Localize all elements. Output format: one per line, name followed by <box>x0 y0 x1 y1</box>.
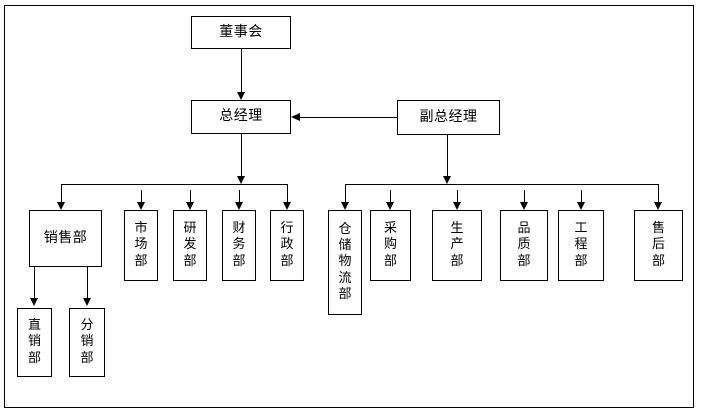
arrowhead-procurement <box>386 202 394 210</box>
node-engineering-department-label: 工 程 部 <box>574 220 588 269</box>
branch-to-production <box>457 190 458 202</box>
arrowhead-gm-to-left-bus <box>237 176 245 184</box>
node-general-manager-label: 总经理 <box>219 108 263 125</box>
arrowhead-deputy-to-gm <box>291 113 300 121</box>
arrowhead-board-to-gm <box>237 92 245 100</box>
node-rnd-department[interactable]: 研 发 部 <box>173 210 207 281</box>
node-deputy-general-manager-label: 副总经理 <box>419 108 478 125</box>
node-distribution-department[interactable]: 分 销 部 <box>69 308 105 377</box>
arrowhead-production <box>453 202 461 210</box>
node-administration-department-label: 行 政 部 <box>280 220 294 269</box>
arrowhead-engineering <box>577 202 585 210</box>
branch-to-warehouse-logistics <box>345 184 346 202</box>
connector-deputy-to-gm <box>300 117 397 118</box>
node-rnd-department-label: 研 发 部 <box>183 220 197 269</box>
connector-board-to-gm <box>241 49 242 92</box>
branch-to-rnd <box>190 190 191 202</box>
node-deputy-general-manager[interactable]: 副总经理 <box>397 100 500 135</box>
connector-gm-to-left-bus <box>241 134 242 176</box>
branch-to-quality <box>524 190 525 202</box>
connector-sales-to-distribution <box>87 267 88 298</box>
arrowhead-after-sales <box>654 202 662 210</box>
arrowhead-warehouse-logistics <box>341 202 349 210</box>
node-finance-department-label: 财 务 部 <box>232 220 246 269</box>
node-after-sales-department[interactable]: 售 后 部 <box>634 210 683 281</box>
branch-to-sales <box>61 184 62 202</box>
bus-right-departments <box>345 184 658 185</box>
node-direct-sales-department-label: 直 销 部 <box>27 317 41 366</box>
arrowhead-quality <box>520 202 528 210</box>
node-administration-department[interactable]: 行 政 部 <box>270 210 304 281</box>
bus-left-departments <box>61 184 287 185</box>
arrowhead-sales <box>57 202 65 210</box>
node-warehouse-logistics-department[interactable]: 仓 储 物 流 部 <box>328 210 362 315</box>
diagram-outer-frame <box>4 5 694 408</box>
arrowhead-marketing <box>137 202 145 210</box>
node-warehouse-logistics-department-label: 仓 储 物 流 部 <box>338 221 352 303</box>
node-procurement-department[interactable]: 采 购 部 <box>370 210 411 281</box>
arrowhead-distribution <box>83 298 91 306</box>
node-production-department-label: 生 产 部 <box>450 220 464 269</box>
arrowhead-deputy-to-right-bus <box>443 176 451 184</box>
node-sales-department-label: 销售部 <box>43 229 88 246</box>
node-board-of-directors[interactable]: 董事会 <box>191 16 291 49</box>
node-distribution-department-label: 分 销 部 <box>80 317 94 366</box>
arrowhead-finance <box>235 202 243 210</box>
node-marketing-department-label: 市 场 部 <box>134 220 148 269</box>
node-board-of-directors-label: 董事会 <box>219 23 263 40</box>
connector-sales-to-direct-sales <box>34 267 35 298</box>
branch-to-marketing <box>141 190 142 202</box>
node-quality-department-label: 品 质 部 <box>517 220 531 269</box>
node-procurement-department-label: 采 购 部 <box>383 220 397 269</box>
node-finance-department[interactable]: 财 务 部 <box>222 210 256 281</box>
node-after-sales-department-label: 售 后 部 <box>651 220 665 269</box>
branch-to-finance <box>239 190 240 202</box>
arrowhead-direct-sales <box>30 298 38 306</box>
connector-deputy-to-right-bus <box>447 135 448 176</box>
node-sales-department[interactable]: 销售部 <box>29 210 102 267</box>
node-direct-sales-department[interactable]: 直 销 部 <box>17 308 52 377</box>
node-general-manager[interactable]: 总经理 <box>191 100 291 134</box>
branch-to-after-sales <box>658 184 659 202</box>
node-quality-department[interactable]: 品 质 部 <box>500 210 548 281</box>
arrowhead-rnd <box>186 202 194 210</box>
branch-to-administration <box>287 184 288 202</box>
node-marketing-department[interactable]: 市 场 部 <box>124 210 158 281</box>
node-engineering-department[interactable]: 工 程 部 <box>558 210 604 281</box>
node-production-department[interactable]: 生 产 部 <box>432 210 482 281</box>
arrowhead-administration <box>283 202 291 210</box>
branch-to-engineering <box>581 190 582 202</box>
branch-to-procurement <box>390 190 391 202</box>
